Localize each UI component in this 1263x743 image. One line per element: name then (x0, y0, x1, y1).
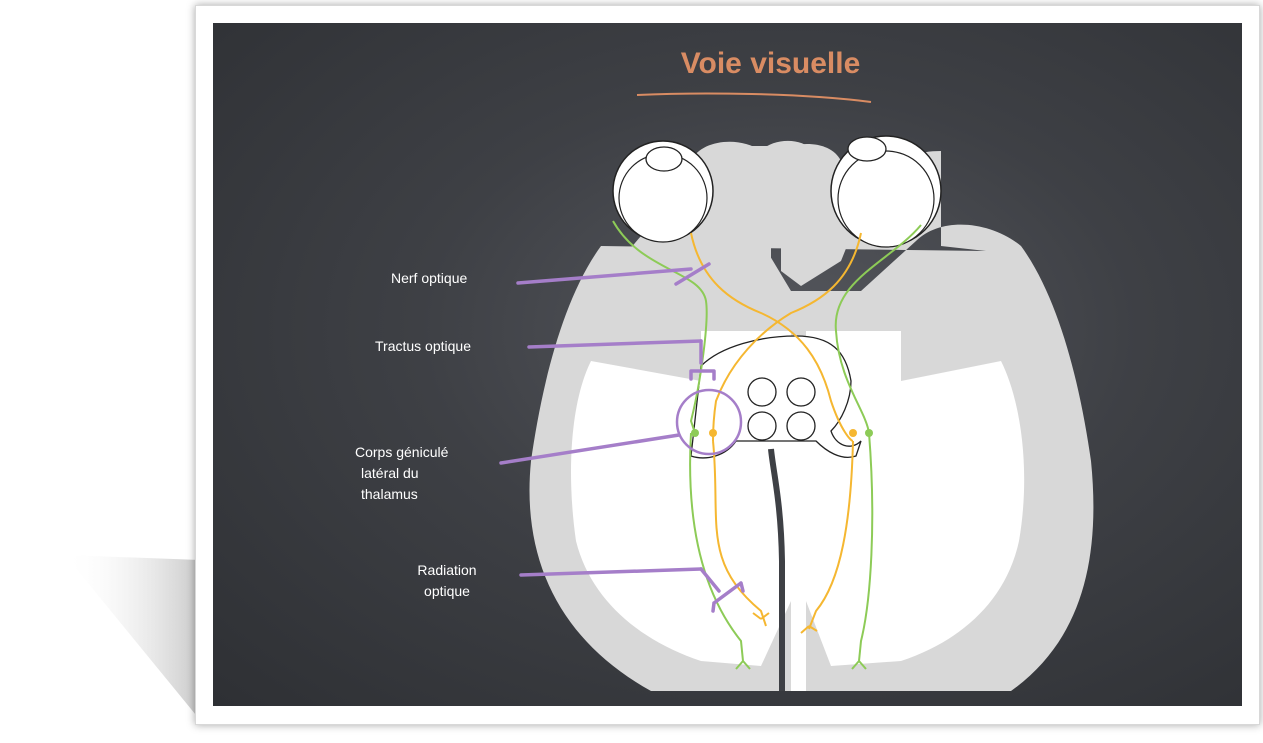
temporal-pathway (690, 232, 862, 634)
slide: Voie visuelle Nerf optique Tractus optiq… (213, 23, 1242, 706)
label-pointers (499, 262, 745, 613)
label-text: Tractus optique (375, 338, 471, 354)
label-text: Nerf optique (391, 270, 468, 286)
label-line: thalamus (361, 486, 418, 502)
label-corps-genicule: Corps géniculé latéral du thalamus (355, 442, 448, 505)
left-eye (612, 140, 714, 243)
label-line: Radiation (417, 562, 477, 578)
midline-fissure (768, 448, 785, 691)
label-radiation-optique: Radiation optique (399, 560, 495, 602)
title-underline (636, 92, 872, 103)
brain-diagram (499, 92, 1094, 691)
midbrain-nuclei (747, 377, 816, 441)
slide-frame: Voie visuelle Nerf optique Tractus optiq… (195, 5, 1260, 725)
nasal-pathway (612, 220, 922, 670)
lgn-dots (691, 429, 873, 437)
brainstem-outline (690, 335, 862, 459)
label-line: optique (424, 583, 470, 599)
label-tractus-optique: Tractus optique (375, 336, 471, 357)
slide-title: Voie visuelle (680, 47, 861, 80)
right-eye (830, 135, 942, 248)
label-line: latéral du (361, 465, 419, 481)
label-nerf-optique: Nerf optique (391, 268, 467, 289)
label-line: Corps géniculé (355, 444, 449, 460)
page-shadow (65, 555, 200, 720)
lgn-highlight-circle (675, 388, 743, 456)
